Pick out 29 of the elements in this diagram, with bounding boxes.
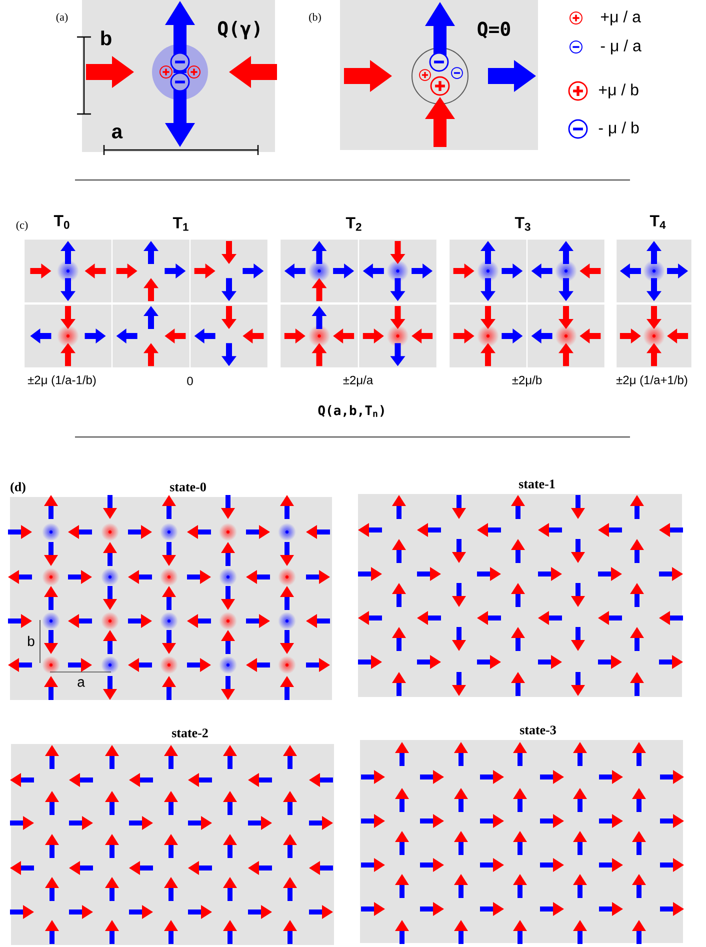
dimension-label: b: [101, 30, 112, 46]
vertex-type-label: T$_{3}$: [514, 217, 530, 231]
legend-label: +μ / b: [598, 84, 638, 98]
panel-title: state-2: [172, 728, 208, 738]
vertex-type-label: T$_{4}$: [650, 215, 666, 229]
dimension-label: a: [78, 679, 85, 687]
panel-label: (d): [10, 482, 26, 494]
charge-value: ±2μ/a: [343, 376, 374, 386]
legend-label: - μ / b: [598, 122, 639, 136]
panel-title: state-1: [518, 480, 555, 488]
charge-value: 0: [187, 376, 193, 386]
panel-title: state-0: [170, 482, 206, 492]
dimension-label: b: [28, 636, 34, 646]
axis-title: Q(a,b,T$_{n}$): [318, 405, 384, 417]
charge-label: Q(γ): [218, 20, 260, 40]
legend-label: +μ / a: [600, 10, 641, 26]
vertex-type-label: T$_{2}$: [346, 217, 362, 231]
charge-value: ±2μ/b: [512, 376, 542, 386]
panel-title: state-3: [520, 726, 556, 734]
panel-label: (b): [309, 13, 321, 23]
panel-label: (a): [56, 13, 68, 23]
charge-label: Q=0: [478, 22, 510, 38]
charge-value: ±2μ (1/a+1/b): [616, 375, 688, 387]
legend-label: - μ / a: [600, 40, 642, 54]
charge-value: ±2μ (1/a-1/b): [28, 375, 96, 387]
panel-label: (c): [16, 221, 28, 231]
vertex-type-label: T$_{0}$: [54, 215, 70, 229]
vertex-type-label: T$_{1}$: [172, 217, 188, 231]
dimension-label: a: [112, 128, 123, 138]
